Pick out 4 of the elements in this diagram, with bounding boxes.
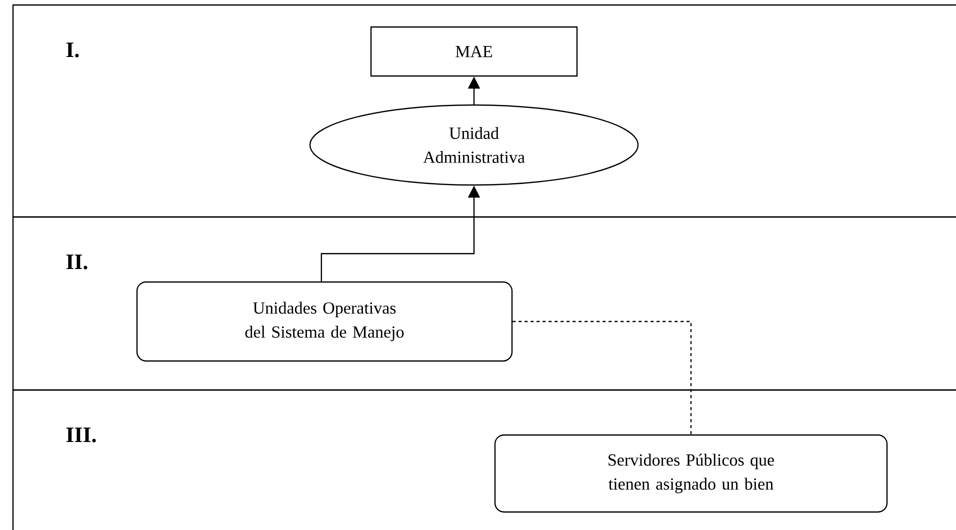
title-box: MAE <box>370 26 578 77</box>
unit-box: Unidades Operativas del Sistema de Manejo <box>136 281 513 362</box>
unit-box: Servidores Públicos que tienen asignado un bien <box>494 434 888 513</box>
dashed-connector <box>512 320 692 434</box>
